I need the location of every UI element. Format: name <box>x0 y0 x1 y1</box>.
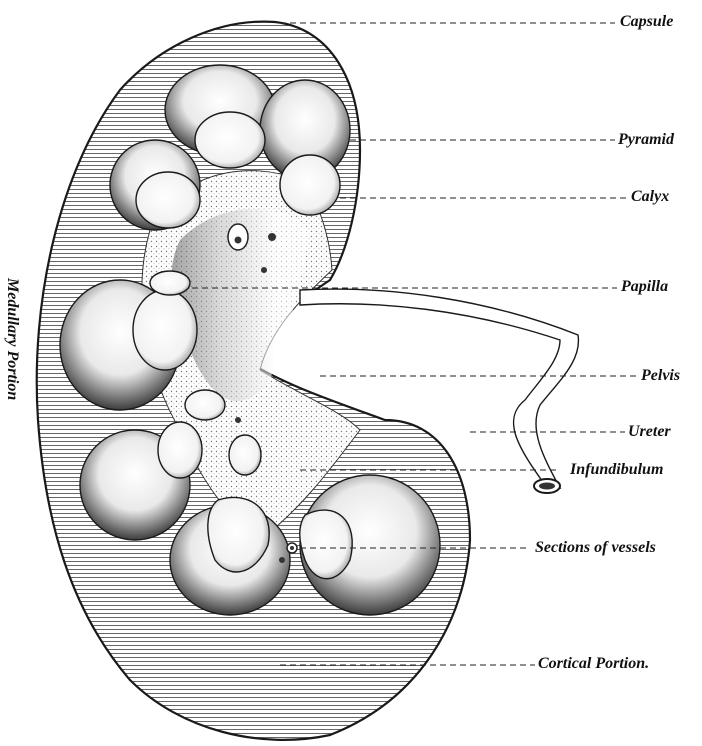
label-sections-of-vessels: Sections of vessels <box>535 539 656 556</box>
label-papilla: Papilla <box>620 278 668 295</box>
label-medullary-portion: Medullary Portion <box>4 277 21 400</box>
label-ureter: Ureter <box>628 423 671 440</box>
label-calyx: Calyx <box>631 188 669 205</box>
label-pelvis: Pelvis <box>640 367 680 384</box>
label-pyramid: Pyramid <box>617 131 675 148</box>
label-cortical-portion: Cortical Portion. <box>538 655 649 672</box>
label-infundibulum: Infundibulum <box>569 461 663 478</box>
label-capsule: Capsule <box>620 13 673 30</box>
